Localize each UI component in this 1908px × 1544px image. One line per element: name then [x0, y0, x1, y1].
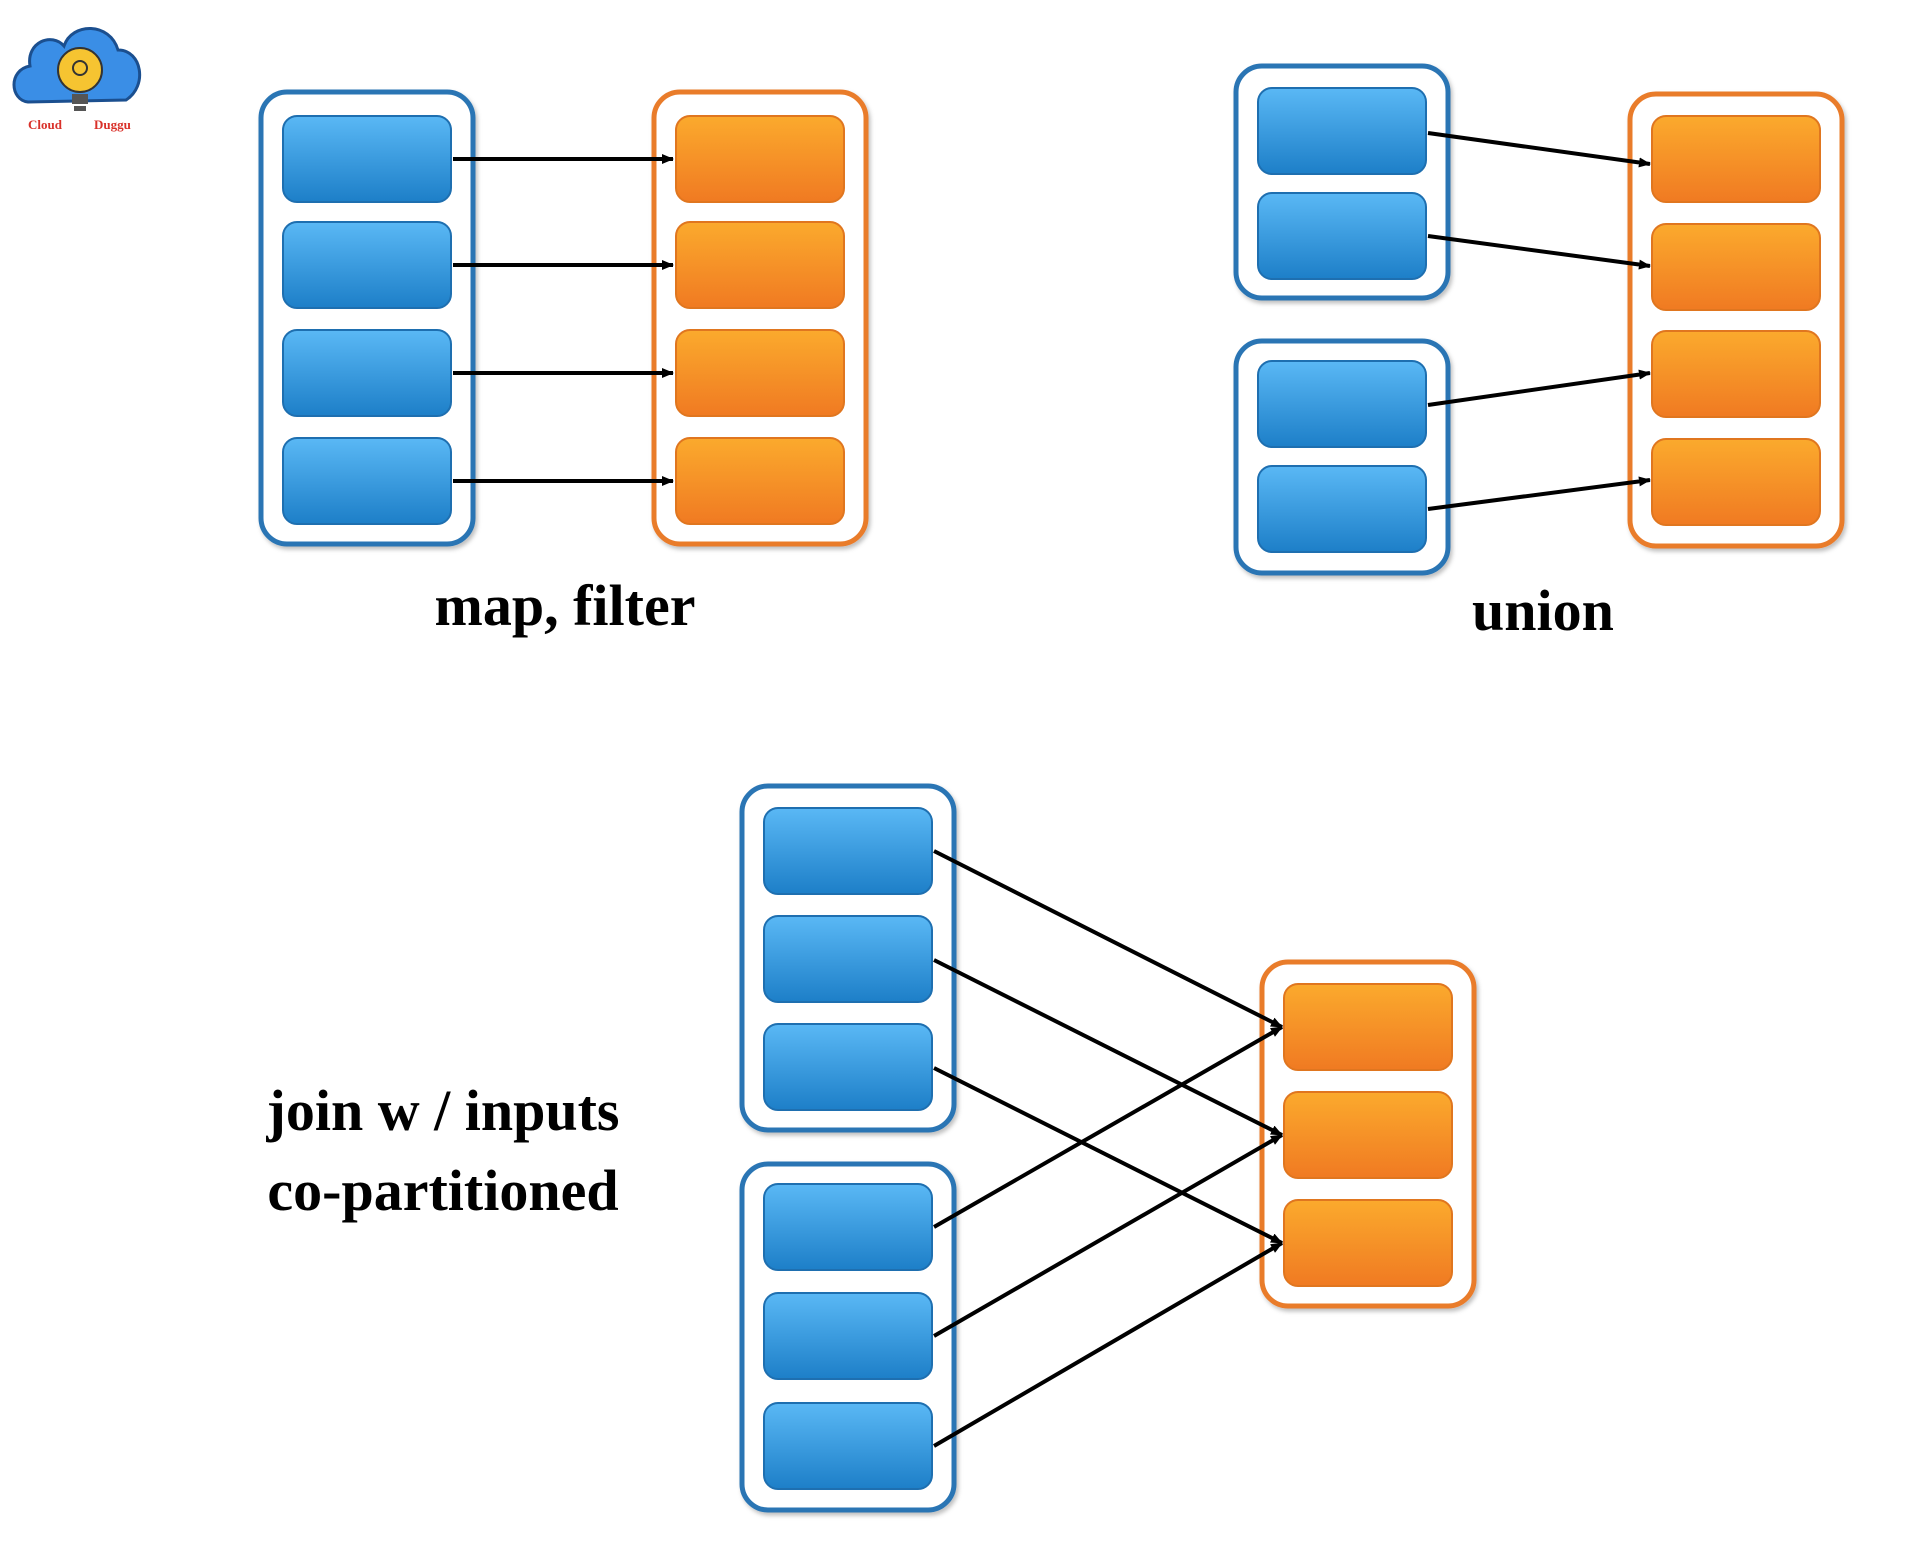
dependency-arrow: [1427, 131, 1651, 168]
dependency-arrow: [933, 1025, 1283, 1229]
dependency-arrow: [933, 1066, 1283, 1245]
child-partition: [1651, 330, 1821, 418]
logo-text-right: Duggu: [94, 117, 131, 132]
parent-partition: [1257, 465, 1427, 553]
parent-partition: [763, 1402, 933, 1490]
child-rdd-container: [1627, 91, 1845, 549]
parent-partition: [1257, 360, 1427, 448]
dependency-arrow: [1427, 369, 1651, 407]
logo-text-left: Cloud: [28, 117, 63, 132]
child-partition: [1651, 223, 1821, 311]
dependency-arrow: [932, 1241, 1284, 1448]
parent-rdd-container: [258, 89, 476, 547]
caption-join-line2: co-partitioned: [267, 1158, 618, 1223]
parent-partition: [763, 1023, 933, 1111]
parent-partition: [763, 807, 933, 895]
dependency-arrow: [933, 849, 1283, 1029]
caption-join-line1: join w / inputs: [266, 1078, 620, 1143]
child-partition: [1283, 1199, 1453, 1287]
caption-map-filter: map, filter: [435, 573, 696, 638]
child-partition: [1651, 438, 1821, 526]
join-group: join w / inputs co-partitioned: [266, 783, 1477, 1513]
child-partition: [1283, 983, 1453, 1071]
child-partition: [675, 221, 845, 309]
dependency-arrow: [1427, 476, 1651, 511]
child-partition: [675, 115, 845, 203]
parent-partition: [763, 915, 933, 1003]
parent-partition: [1257, 87, 1427, 175]
parent-partition: [763, 1292, 933, 1380]
parent-partition: [763, 1183, 933, 1271]
child-partition: [675, 329, 845, 417]
dependency-arrow: [1427, 234, 1651, 270]
parent-partition: [282, 115, 452, 203]
union-group: union: [1233, 63, 1845, 643]
child-rdd-container: [651, 89, 869, 547]
parent-partition: [1257, 192, 1427, 280]
child-partition: [1651, 115, 1821, 203]
dependency-arrow: [933, 958, 1283, 1137]
parent-partition: [282, 437, 452, 525]
parent-partition: [282, 221, 452, 309]
cloudduggu-logo: Cloud Duggu: [12, 27, 142, 132]
caption-union: union: [1472, 578, 1614, 643]
child-partition: [675, 437, 845, 525]
map-filter-group: map, filter: [258, 89, 869, 638]
parent-partition: [282, 329, 452, 417]
child-partition: [1283, 1091, 1453, 1179]
dependency-arrow: [932, 1133, 1284, 1338]
